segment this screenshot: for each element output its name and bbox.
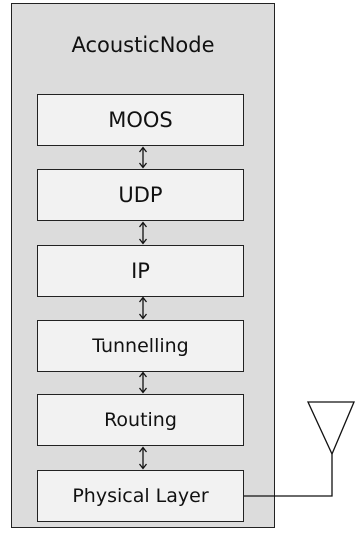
arrow-ip-tunnelling [138, 296, 148, 320]
arrow-tunnelling-routing [138, 371, 148, 394]
antenna-icon [306, 401, 355, 456]
layer-tunnelling: Tunnelling [37, 320, 244, 372]
layer-moos: MOOS [37, 94, 244, 146]
antenna-cable [244, 454, 333, 497]
layer-ip: IP [37, 245, 244, 297]
arrow-routing-physical [138, 446, 148, 470]
layer-udp: UDP [37, 169, 244, 221]
layer-routing: Routing [37, 394, 244, 446]
arrow-udp-ip [138, 221, 148, 245]
layer-physical: Physical Layer [37, 470, 244, 522]
arrow-moos-udp [138, 146, 148, 169]
node-title: AcousticNode [71, 33, 215, 57]
